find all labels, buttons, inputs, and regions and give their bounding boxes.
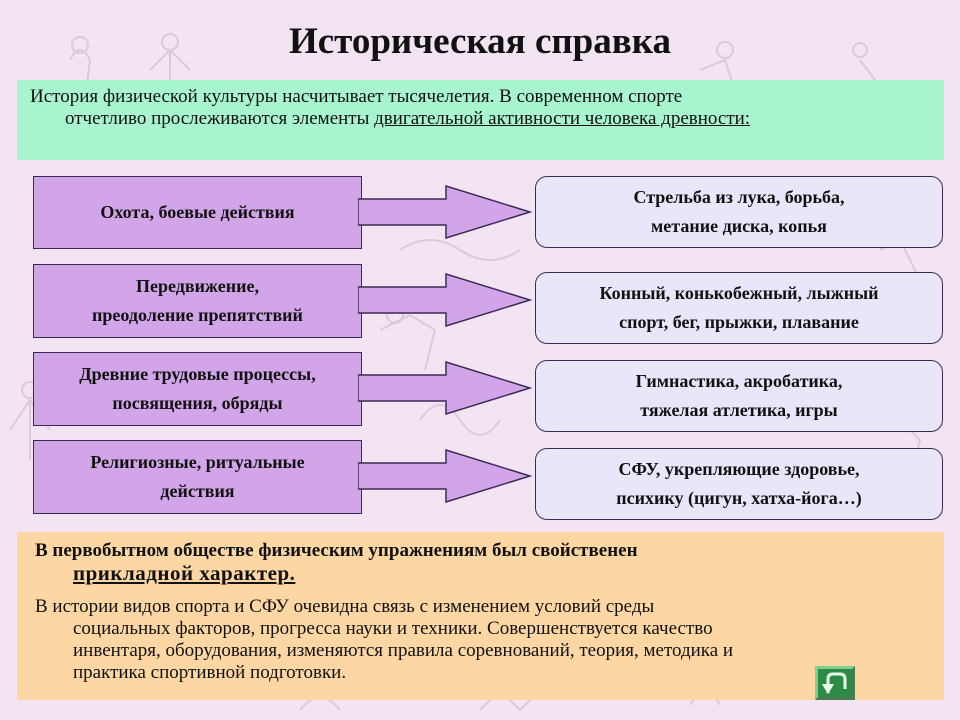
summary-paragraph-2: В истории видов спорта и СФУ очевидна св…	[35, 596, 926, 684]
left-box-line: Религиозные, ритуальные	[90, 452, 305, 472]
left-box-line: действия	[160, 481, 235, 501]
summary-line: В первобытном обществе физическим упражн…	[35, 540, 638, 561]
right-box-archery: Стрельба из лука, борьба, метание диска,…	[535, 176, 943, 248]
intro-line-1: История физической культуры насчитывает …	[30, 86, 683, 107]
summary-line: прикладной характер.	[35, 562, 926, 586]
arrow-right-icon	[358, 272, 532, 328]
left-box-text: Охота, боевые действия	[100, 202, 295, 222]
right-box-line: Стрельба из лука, борьба,	[633, 187, 845, 207]
intro-box: История физической культуры насчитывает …	[17, 80, 944, 160]
arrow-right-icon	[358, 360, 532, 416]
summary-line: инвентаря, оборудования, изменяются прав…	[73, 640, 734, 661]
left-box-religious: Религиозные, ритуальные действия	[33, 440, 362, 514]
arrow-right-icon	[358, 184, 532, 240]
intro-line-2-text: отчетливо прослеживаются элементы	[65, 108, 375, 129]
right-box-line: Конный, конькобежный, лыжный	[599, 283, 879, 303]
left-box-labor: Древние трудовые процессы, посвящения, о…	[33, 352, 362, 426]
left-box-line: преодоление препятствий	[92, 305, 303, 325]
right-box-health: СФУ, укрепляющие здоровье, психику (цигу…	[535, 448, 943, 520]
right-box-line: Гимнастика, акробатика,	[635, 371, 843, 391]
arrow-right-icon	[358, 448, 532, 504]
left-box-movement: Передвижение, преодоление препятствий	[33, 264, 362, 338]
left-box-hunting: Охота, боевые действия	[33, 176, 362, 249]
right-box-gymnastics: Гимнастика, акробатика, тяжелая атлетика…	[535, 360, 943, 432]
left-box-line: Передвижение,	[135, 276, 259, 296]
right-box-line: психику (цигун, хатха-йога…)	[616, 488, 862, 508]
return-arrow-icon	[822, 672, 847, 694]
applied-character-phrase: прикладной характер.	[73, 561, 296, 585]
summary-line: социальных факторов, прогресса науки и т…	[73, 618, 713, 639]
right-box-line: СФУ, укрепляющие здоровье,	[618, 459, 860, 479]
summary-box: В первобытном обществе физическим упражн…	[17, 532, 944, 700]
summary-line: В истории видов спорта и СФУ очевидна св…	[35, 596, 655, 617]
right-box-line: спорт, бег, прыжки, плавание	[619, 312, 859, 332]
return-button[interactable]	[815, 666, 855, 700]
left-box-line: Древние трудовые процессы,	[79, 364, 316, 384]
intro-line-2: отчетливо прослеживаются элементы двигат…	[30, 108, 932, 130]
intro-underlined-phrase: двигательной активности человека древнос…	[374, 108, 751, 129]
page-title: Историческая справка	[288, 21, 672, 62]
summary-line: практика спортивной подготовки.	[73, 662, 347, 683]
summary-paragraph-1: В первобытном обществе физическим упражн…	[35, 540, 926, 586]
right-box-line: тяжелая атлетика, игры	[640, 400, 838, 420]
right-box-line: метание диска, копья	[651, 216, 827, 236]
left-box-line: посвящения, обряды	[112, 393, 283, 413]
right-box-sports: Конный, конькобежный, лыжный спорт, бег,…	[535, 272, 943, 344]
